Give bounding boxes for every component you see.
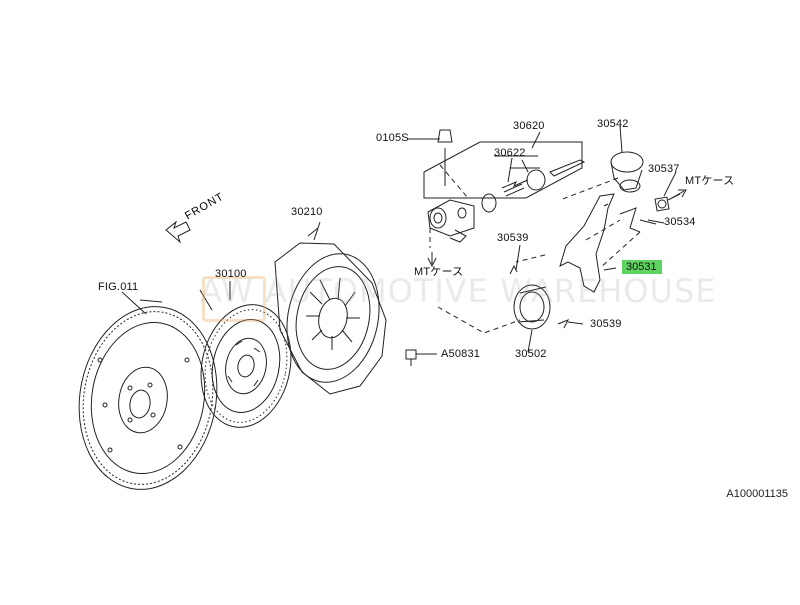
seal-kit-30622 bbox=[481, 159, 586, 213]
label-a50831[interactable]: A50831 bbox=[441, 348, 481, 360]
mt-case-arrows bbox=[427, 189, 687, 268]
label-30622[interactable]: 30622 bbox=[494, 147, 526, 159]
slave-cylinder bbox=[427, 129, 475, 243]
flywheel bbox=[78, 299, 218, 490]
front-arrow-icon bbox=[165, 220, 191, 244]
label-30537[interactable]: 30537 bbox=[648, 163, 680, 175]
clutch-disc bbox=[199, 289, 292, 428]
label-30210[interactable]: 30210 bbox=[291, 206, 323, 218]
boot-30542 bbox=[610, 151, 644, 193]
pressure-plate bbox=[274, 227, 387, 395]
assembly-lines bbox=[429, 164, 641, 334]
label-0105s[interactable]: 0105S bbox=[376, 132, 409, 144]
label-mt-case-top: MTケース bbox=[685, 175, 735, 187]
label-30100[interactable]: 30100 bbox=[215, 268, 247, 280]
label-30539-bottom[interactable]: 30539 bbox=[590, 318, 622, 330]
leader-lines bbox=[121, 125, 677, 355]
label-30531-highlighted[interactable]: 30531 bbox=[622, 260, 662, 274]
label-30539-top[interactable]: 30539 bbox=[497, 232, 529, 244]
label-mt-case-mid: MTケース bbox=[414, 266, 464, 278]
label-30502[interactable]: 30502 bbox=[515, 348, 547, 360]
release-bearing-30502 bbox=[513, 284, 551, 330]
bracket-30620 bbox=[423, 141, 583, 199]
bolt-a50831 bbox=[405, 349, 436, 366]
watermark-logo-frame bbox=[202, 276, 266, 322]
release-fork bbox=[559, 193, 615, 293]
diagram-reference-code: A100001135 bbox=[726, 488, 788, 500]
label-fig011[interactable]: FIG.011 bbox=[98, 281, 139, 293]
label-30542[interactable]: 30542 bbox=[597, 118, 629, 130]
pivot-30537 bbox=[654, 193, 681, 212]
clip-30539-bottom bbox=[557, 319, 570, 329]
label-30534[interactable]: 30534 bbox=[664, 216, 696, 228]
clip-30534 bbox=[619, 207, 657, 233]
label-30620[interactable]: 30620 bbox=[513, 120, 545, 132]
